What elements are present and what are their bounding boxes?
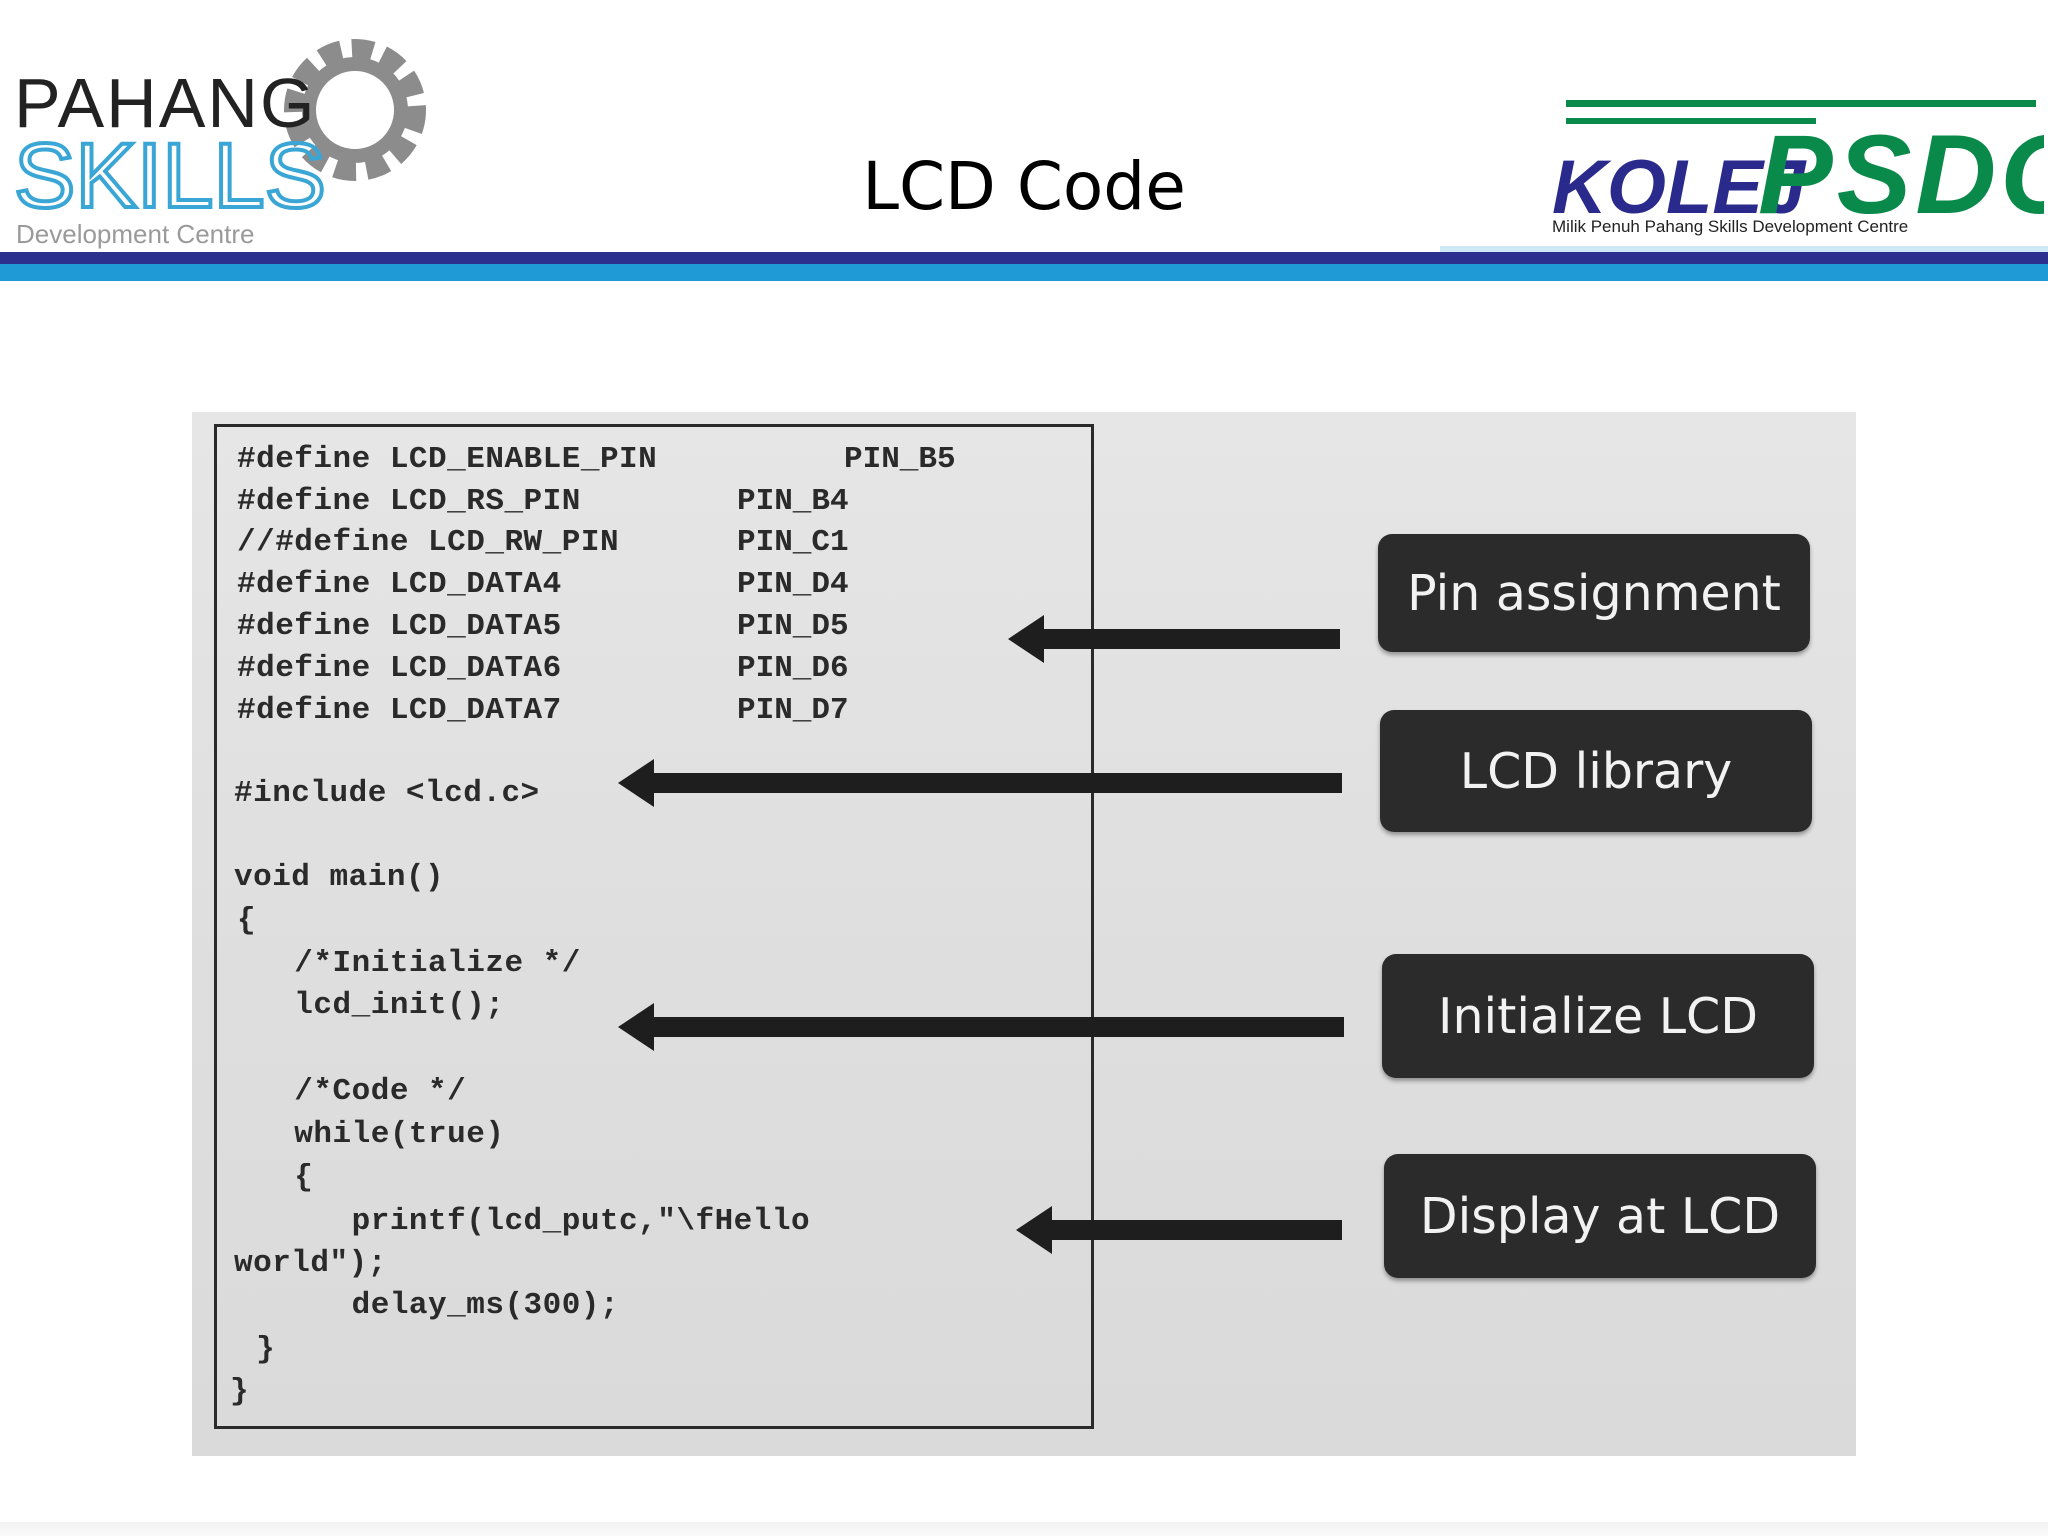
code-line: printf(lcd_putc,"\fHello	[237, 1204, 811, 1239]
code-line: /*Initialize */	[237, 946, 581, 981]
code-line-value: PIN_D5	[737, 609, 849, 644]
arrow-left-icon	[618, 759, 1342, 807]
code-line: #include <lcd.c>	[234, 776, 540, 811]
code-line-value: PIN_D4	[737, 567, 849, 602]
code-listing-box	[214, 424, 1094, 1429]
code-line: #define LCD_DATA6	[237, 651, 562, 686]
code-line: delay_ms(300);	[237, 1288, 620, 1323]
pahang-skills-logo: PAHANG SKILLS Development Centre	[12, 39, 426, 249]
arrow-left-icon	[618, 1003, 1344, 1051]
kolej-psdc-logo: KOLEJ PSDC Milik Penuh Pahang Skills Dev…	[1552, 100, 2044, 237]
code-line: {	[237, 1160, 314, 1195]
code-line: #define LCD_DATA7	[237, 693, 562, 728]
label-initialize-lcd: Initialize LCD	[1382, 954, 1814, 1078]
code-line: #define LCD_DATA5	[237, 609, 562, 644]
code-line: #define LCD_DATA4	[237, 567, 562, 602]
code-line-value: PIN_C1	[737, 525, 849, 560]
header-bar-dark	[0, 252, 2048, 264]
code-line-value: PIN_B4	[737, 484, 849, 519]
code-line: lcd_init();	[237, 988, 505, 1023]
logo-tagline-text: Milik Penuh Pahang Skills Development Ce…	[1552, 217, 1908, 236]
code-line-value: PIN_D7	[737, 693, 849, 728]
logo-skills-text: SKILLS	[14, 125, 326, 227]
arrow-left-icon	[1008, 615, 1340, 663]
label-display-at-lcd: Display at LCD	[1384, 1154, 1816, 1278]
code-line: void main()	[234, 860, 445, 895]
logo-kolej-text: KOLEJ	[1552, 145, 1807, 230]
code-line-value: PIN_B5	[844, 442, 956, 477]
code-photo: #define LCD_ENABLE_PIN PIN_B5 #define LC…	[192, 412, 1856, 1456]
logo-psdc-text: PSDC	[1758, 112, 2044, 237]
code-line: #define LCD_RS_PIN	[237, 484, 581, 519]
code-line: world");	[234, 1246, 387, 1281]
logo-dev-centre-text: Development Centre	[16, 219, 254, 249]
gear-icon	[284, 39, 426, 181]
code-line: }	[230, 1374, 250, 1409]
code-line: //#define LCD_RW_PIN	[237, 525, 620, 560]
arrow-left-icon	[1016, 1206, 1342, 1254]
bottom-strip	[0, 1522, 2048, 1536]
header-bar-highlight	[1440, 246, 2048, 252]
code-line: }	[237, 1332, 276, 1367]
logo-pahang-text: PAHANG	[14, 64, 316, 142]
header-bar-light	[0, 264, 2048, 281]
code-line: #define LCD_ENABLE_PIN	[237, 442, 658, 477]
code-line: {	[237, 903, 257, 938]
label-pin-assignment: Pin assignment	[1378, 534, 1810, 652]
code-line: while(true)	[237, 1117, 505, 1152]
code-line-value: PIN_D6	[737, 651, 849, 686]
slide-title: LCD Code	[862, 148, 1186, 225]
code-line: /*Code */	[237, 1074, 467, 1109]
label-lcd-library: LCD library	[1380, 710, 1812, 832]
